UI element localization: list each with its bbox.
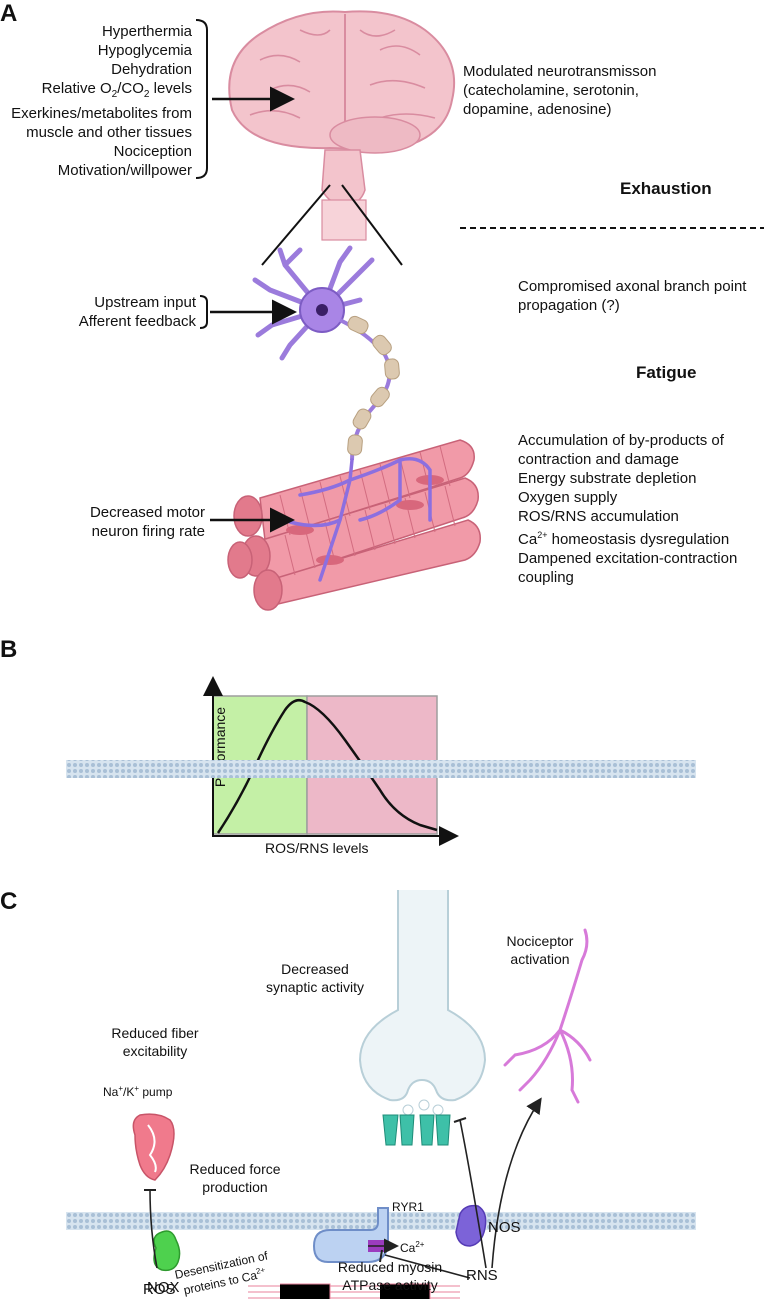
muscle-effect-5: ROS/RNS accumulation [518,508,679,525]
rns-to-nociceptor-arrow [491,1097,542,1269]
neuron-input-text: Upstream input Afferent feedback [40,293,196,331]
muscle-effect-2: contraction and damage [518,451,679,468]
nos-enzyme-icon [455,1204,487,1247]
rns-to-ryr1-line [384,1254,471,1279]
fatigue-label: Fatigue [636,363,697,382]
myofilament-icon [248,1283,460,1299]
muscle-effect-list: Accumulation of by-products of contracti… [518,431,763,587]
brain-icon [228,10,456,241]
nociceptor-icon [503,928,592,1104]
input-dehydration: Dehydration [111,61,192,78]
reduced-fiber-line-2: excitability [122,1043,188,1059]
panel-a-illustration [195,10,764,611]
acetylcholine-receptor-icon [382,1114,451,1146]
axon-effect-text: Compromised axonal branch point propagat… [518,277,763,315]
synaptic-terminal-icon [358,890,487,1102]
reduced-force-text: Reduced force production [180,1160,290,1196]
ryr1-label: RYR1 [392,1200,424,1214]
muscle-input-line-1: Decreased motor [89,504,205,521]
reduced-force-line-1: Reduced force [189,1161,281,1177]
panel-c-letter: C [0,888,18,915]
brain-input-bracket [195,19,208,179]
nociceptor-text: Nociceptor activation [490,932,590,968]
input-exerkines: Exerkines/metabolites from [11,105,192,122]
muscle-input-line-2: neuron firing rate [91,523,205,540]
brain-effect-text: Modulated neurotransmisson (catecholamin… [463,62,763,119]
reduced-force-line-2: production [202,1179,268,1195]
rns-label: RNS [466,1267,498,1284]
muscle-effect-6: Ca2+ homeostasis dysregulation [518,530,730,548]
exhaustion-label: Exhaustion [620,179,712,198]
muscle-input-text: Decreased motor neuron firing rate [40,503,205,541]
decreased-synaptic-line-2: synaptic activity [265,979,365,995]
na-k-pump-label: Na+/K+ pump [103,1084,173,1099]
sarcolemma-membrane [66,760,696,778]
brain-effect-line-2: (catecholamine, serotonin, [463,82,639,99]
panel-b-xlabel: ROS/RNS levels [265,840,369,856]
decreased-synaptic-text: Decreased synaptic activity [245,960,385,996]
nox-label: NOX [147,1279,180,1296]
brain-effect-line-1: Modulated neurotransmisson [463,63,657,80]
muscle-effect-3: Energy substrate depletion [518,470,697,487]
neuron-input-bracket [199,295,208,329]
brain-effect-line-3: dopamine, adenosine) [463,101,612,118]
neuron-input-afferent: Afferent feedback [78,313,196,330]
nos-label: NOS [488,1219,521,1236]
panel-b-letter: B [0,636,18,663]
reduced-fiber-text: Reduced fiber excitability [100,1024,210,1060]
axon-effect-line-2: propagation (?) [518,297,620,314]
muscle-effect-1: Accumulation of by-products of [518,432,724,449]
input-o2-co2: Relative O2/CO2 levels [41,80,192,100]
ros-to-pump-line [149,1189,158,1269]
muscle-effect-4: Oxygen supply [518,489,618,506]
reduced-fiber-line-1: Reduced fiber [111,1025,199,1041]
input-hypoglycemia: Hypoglycemia [97,42,192,59]
reduced-myosin-line-2: ATPase activity [342,1277,438,1293]
ca-label: Ca2+ [400,1240,425,1255]
input-muscle-tissues: muscle and other tissues [26,124,192,141]
neuron-input-upstream: Upstream input [94,294,196,311]
muscle-effect-7: Dampened excitation-contraction [518,550,738,567]
muscle-effect-8: coupling [518,569,574,586]
reduced-myosin-line-1: Reduced myosin [337,1259,443,1275]
ros-label: ROS [143,1281,176,1298]
input-nociception: Nociception [113,143,192,160]
rns-to-synapse-arrow [459,1119,487,1269]
nociceptor-line-1: Nociceptor [506,933,574,949]
brain-input-list: Hyperthermia Hypoglycemia Dehydration Re… [0,22,192,180]
muscle-fiber-bundle-icon [227,439,481,611]
panel-a-letter: A [0,0,18,27]
reduced-myosin-text: Reduced myosin ATPase activity [330,1258,450,1294]
input-motivation: Motivation/willpower [57,162,192,179]
decreased-synaptic-line-1: Decreased [281,961,349,977]
axon-effect-line-1: Compromised axonal branch point [518,278,747,295]
nox-enzyme-icon [153,1230,181,1272]
input-hyperthermia: Hyperthermia [101,23,192,40]
nociceptor-line-2: activation [510,951,570,967]
